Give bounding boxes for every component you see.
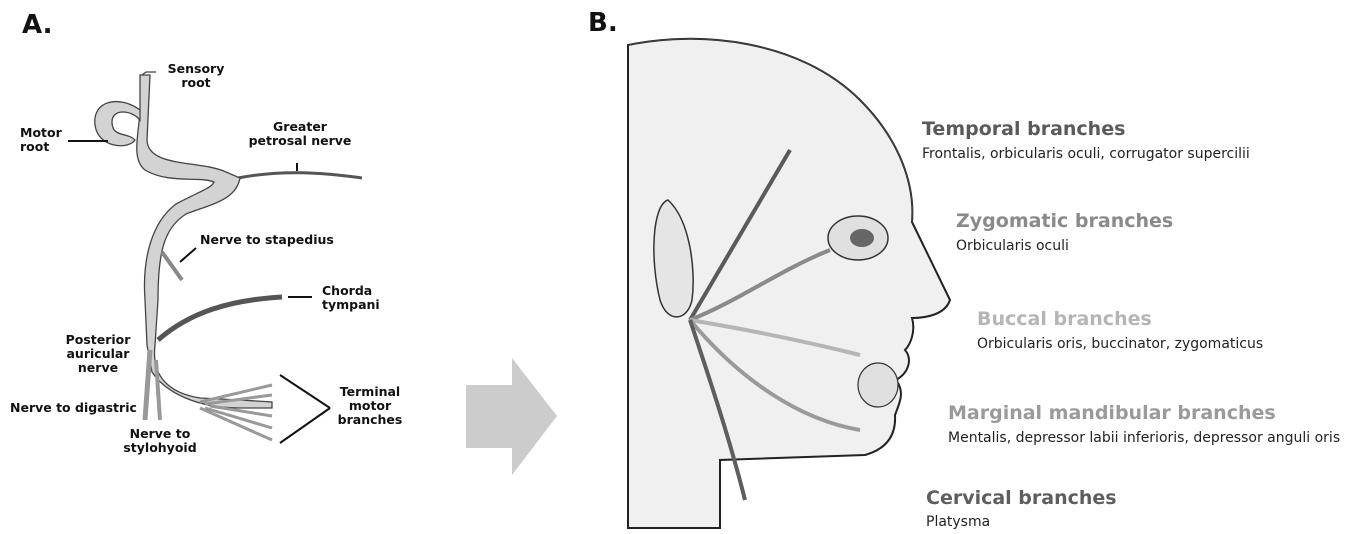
label-nerve-to-stylohyoid: Nerve to stylohyoid [110,427,210,455]
branch-muscles-cervical: Platysma [926,514,990,530]
motor-root [95,102,140,146]
terminal-motor-branches [200,385,272,440]
label-posterior-auricular: Posterior auricular nerve [62,333,134,375]
head-illustration [628,39,950,528]
branch-muscles-zygomatic: Orbicularis oculi [956,238,1069,254]
label-terminal-motor-branches: Terminal motor branches [330,385,410,427]
branch-title-temporal: Temporal branches [922,118,1125,140]
label-nerve-to-digastric: Nerve to digastric [10,401,137,415]
arrow-right-icon [466,358,557,475]
branch-stylohyoid [156,360,160,420]
branch-muscles-temporal: Frontalis, orbicularis oculi, corrugator… [922,146,1250,162]
label-sensory-root: Sensory root [160,62,232,90]
branch-title-buccal: Buccal branches [977,308,1152,330]
label-greater-petrosal: Greater petrosal nerve [245,120,355,148]
label-chorda-tympani: Chorda tympani [322,284,380,312]
branch-title-zygomatic: Zygomatic branches [956,210,1173,232]
branch-title-marginal-mandibular: Marginal mandibular branches [948,402,1276,424]
branch-muscles-marginal-mandibular: Mentalis, depressor labii inferioris, de… [948,430,1340,446]
branch-title-cervical: Cervical branches [926,487,1117,509]
label-nerve-to-stapedius: Nerve to stapedius [200,233,334,247]
label-motor-root: Motor root [20,126,62,154]
chorda-tympani-nerve [158,297,282,340]
branch-digastric [145,350,150,420]
mouth [858,363,898,407]
nerve-to-stapedius [162,252,182,280]
greater-petrosal-nerve [238,173,362,178]
branch-muscles-buccal: Orbicularis oris, buccinator, zygomaticu… [977,336,1263,352]
